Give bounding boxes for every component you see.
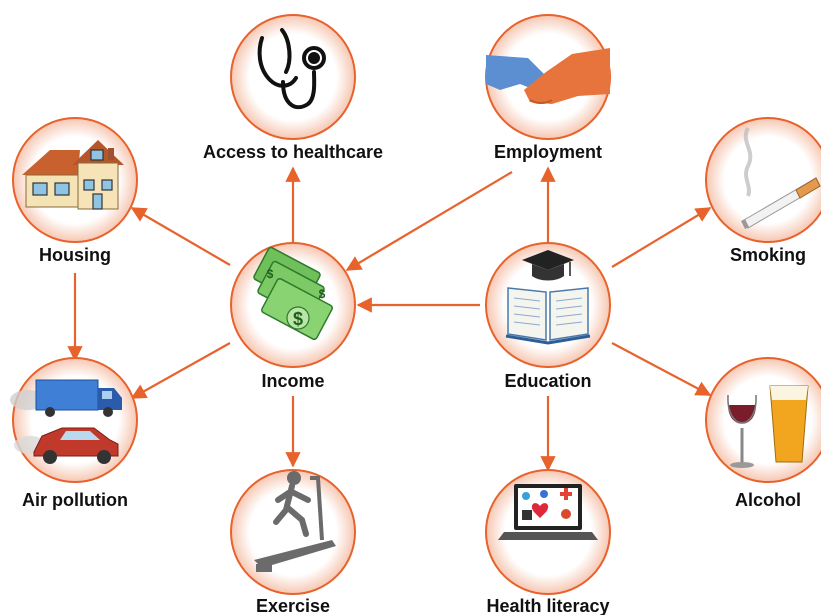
edge-education-to-alcohol bbox=[611, 342, 712, 396]
edge-education-to-smoking bbox=[611, 207, 712, 268]
cigarette-icon bbox=[741, 127, 821, 229]
node-air-pollution: Air pollution bbox=[10, 357, 138, 510]
node-label: Smoking bbox=[730, 245, 806, 265]
node-housing: Housing bbox=[12, 117, 138, 265]
node-label: Air pollution bbox=[22, 490, 128, 510]
house-icon bbox=[22, 140, 124, 210]
node-education: Education bbox=[485, 242, 611, 391]
svg-text:$: $ bbox=[267, 267, 274, 281]
node-employment: Employment bbox=[485, 14, 611, 162]
node-label: Exercise bbox=[256, 596, 330, 615]
book-graduation-cap-icon bbox=[505, 250, 591, 345]
edge-employment-to-income bbox=[345, 171, 513, 271]
laptop-health-icon bbox=[498, 484, 598, 540]
edges bbox=[67, 166, 712, 472]
wine-beer-icon bbox=[727, 385, 809, 468]
node-label: Income bbox=[261, 371, 324, 391]
treadmill-runner-icon bbox=[254, 471, 336, 572]
svg-text:$: $ bbox=[319, 287, 326, 301]
node-exercise: Exercise bbox=[230, 469, 356, 615]
node-access-to-healthcare: Access to healthcare bbox=[203, 14, 383, 162]
money-icon: $ $ $ bbox=[253, 246, 333, 341]
edge-income-to-housing bbox=[130, 207, 231, 266]
node-label: Alcohol bbox=[735, 490, 801, 510]
truck-car-exhaust-icon bbox=[10, 379, 122, 464]
stethoscope-icon bbox=[257, 28, 326, 110]
node-label: Health literacy bbox=[486, 596, 609, 615]
node-income: $ $ $ Income bbox=[230, 242, 356, 391]
node-label: Access to healthcare bbox=[203, 142, 383, 162]
edge-income-to-air-pollution bbox=[130, 342, 231, 399]
svg-text:$: $ bbox=[293, 309, 303, 329]
node-label: Employment bbox=[494, 142, 602, 162]
node-alcohol: Alcohol bbox=[705, 357, 821, 510]
handshake-icon bbox=[486, 48, 610, 104]
node-label: Housing bbox=[39, 245, 111, 265]
node-smoking: Smoking bbox=[705, 117, 821, 265]
node-health-literacy: Health literacy bbox=[485, 469, 611, 615]
node-label: Education bbox=[504, 371, 591, 391]
